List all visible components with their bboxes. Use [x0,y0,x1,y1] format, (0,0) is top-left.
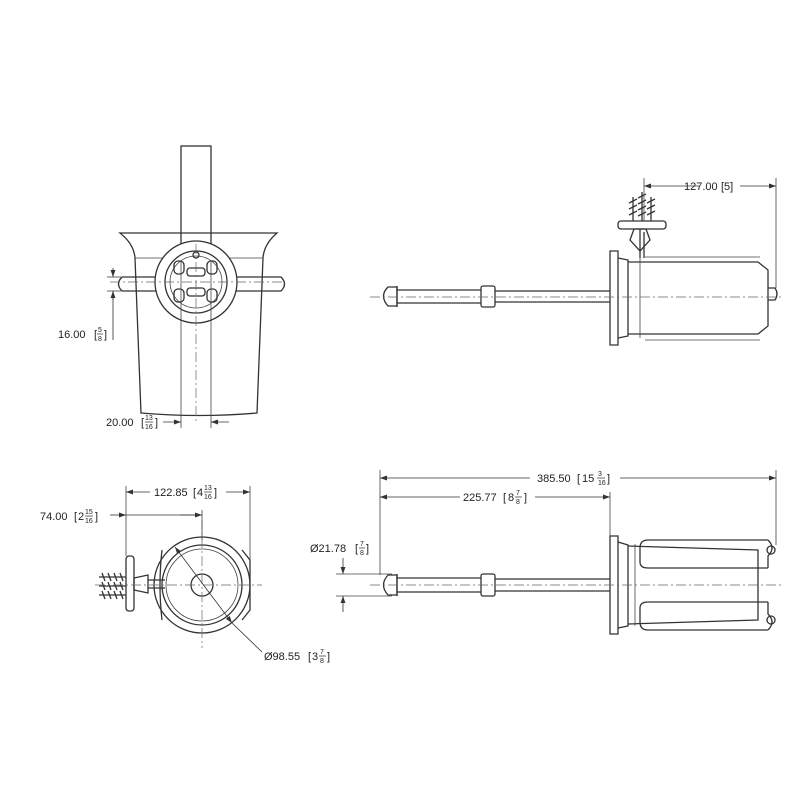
dim-98-label: Ø98.55 [264,651,300,663]
dim-21-num: 7 [360,541,364,548]
dim-122-label: 122.85 [154,487,188,499]
dim-74-num: 15 [85,509,93,516]
side-handle-collar [480,285,496,308]
top-screw-icon [99,572,126,600]
dim-16-close: ] [104,329,107,341]
dim-98-close: ] [327,651,330,663]
dim-98-whole: 3 [312,651,318,663]
dim-20-den: 16 [145,424,153,431]
dim-385-open: [ [577,473,580,485]
dim-385-num: 3 [598,471,602,478]
dim-98-den: 8 [320,658,324,665]
dim-127-bracket: [5] [721,181,733,193]
dim-21-label: Ø21.78 [310,543,346,555]
detail-holder-frame [639,539,776,631]
dim-385-label: 385.50 [537,473,571,485]
dim-20-num: 13 [145,415,153,422]
dim-122-open: [ [193,487,196,499]
dim-385-whole: 15 [582,473,594,485]
side-detail-view: 385.50 [ 15 3 16 ] 225.77 [ 8 7 8 ] Ø21.… [310,470,782,635]
dim-122-whole: 4 [197,487,203,499]
dim-225-open: [ [503,492,506,504]
side-handle-knob [382,286,398,307]
dim-16-label: 16.00 [58,329,86,341]
dim-21-den: 8 [360,550,364,557]
dim-385-close: ] [607,473,610,485]
front-view: 16.00 [ 5 8 ] 20.00 [ 13 16 ] [58,145,286,431]
dim-16-open: [ [94,329,97,341]
dim-225-label: 225.77 [463,492,497,504]
dim-21-open: [ [355,543,358,555]
dim-122-close: ] [214,487,217,499]
dim-98-open: [ [308,651,311,663]
dim-127-label: 127.00 [684,181,718,193]
dim-225-den: 8 [516,499,520,506]
dim-225-close: ] [524,492,527,504]
dim-20-close: ] [155,417,158,429]
dim-16-den: 8 [98,336,102,343]
dim-74-label: 74.00 [40,511,68,523]
side-screw-icon [628,192,656,221]
side-view: 127.00 [5] [370,178,782,346]
dim-16-num: 5 [98,327,102,334]
dim-385-den: 16 [598,480,606,487]
dim-122-den: 16 [204,494,212,501]
dim-20-open: [ [141,417,144,429]
dim-122-num: 13 [204,485,212,492]
dim-74-whole: 2 [78,511,84,523]
dim-20-label: 20.00 [106,417,134,429]
top-view: 122.85 [ 4 13 16 ] 74.00 [ 2 15 16 ] Ø98… [40,485,330,665]
dim-74-den: 16 [85,518,93,525]
dim-21-close: ] [366,543,369,555]
side-wall-bracket [617,220,667,258]
top-wall-plate [125,555,135,612]
dim-74-close: ] [95,511,98,523]
dim-74-open: [ [74,511,77,523]
detail-handle-knob [382,574,398,596]
detail-cup [609,535,619,635]
front-cup [118,232,279,417]
dim-225-num: 7 [516,490,520,497]
side-cup [609,250,619,346]
dim-225-whole: 8 [508,492,514,504]
dim-98-num: 7 [320,649,324,656]
